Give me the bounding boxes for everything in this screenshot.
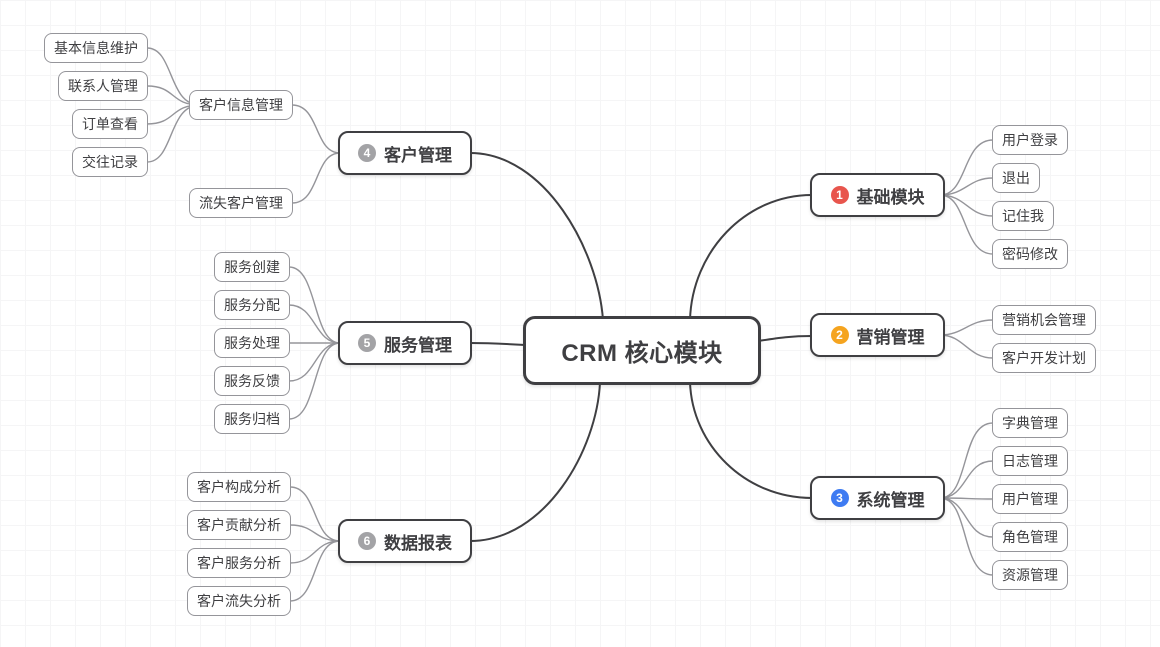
edge-root-system — [689, 381, 813, 499]
edge-marketing-dev-plan — [939, 334, 994, 359]
branch-node-customer[interactable]: 4 客户管理 — [338, 131, 472, 175]
leaf-node-service-create[interactable]: 服务创建 — [214, 252, 290, 282]
branch-label: 基础模块 — [856, 187, 925, 207]
leaf-node-lost-customer-mgmt[interactable]: 流失客户管理 — [189, 188, 293, 218]
edge-basic-logout — [939, 177, 994, 196]
leaf-node-customer-info-mgmt[interactable]: 客户信息管理 — [189, 90, 293, 120]
edge-customer-lost — [291, 152, 341, 204]
leaf-node-password-change[interactable]: 密码修改 — [992, 239, 1068, 269]
badge-number-3: 3 — [830, 489, 849, 507]
branch-node-service[interactable]: 5 服务管理 — [338, 321, 472, 365]
badge-number-6: 6 — [358, 532, 376, 550]
edge-root-customer — [469, 152, 604, 321]
leaf-node-log-mgmt[interactable]: 日志管理 — [992, 446, 1068, 476]
badge-number-5: 5 — [358, 334, 376, 352]
leaf-node-order-view[interactable]: 订单查看 — [72, 109, 148, 139]
leaf-node-composition-analysis[interactable]: 客户构成分析 — [187, 472, 291, 502]
edge-system-resource — [939, 497, 994, 576]
branch-node-report[interactable]: 6 数据报表 — [338, 519, 472, 563]
edge-basic-password-change — [939, 194, 994, 255]
edge-system-role — [939, 497, 994, 538]
edge-marketing-opportunity — [939, 319, 994, 336]
root-node-crm-core[interactable]: CRM 核心模块 — [523, 316, 761, 385]
edge-service-archive — [288, 342, 341, 420]
badge-number-4: 4 — [358, 144, 376, 162]
branch-node-marketing[interactable]: 2 营销管理 — [810, 313, 945, 357]
leaf-node-customer-dev-plan[interactable]: 客户开发计划 — [992, 343, 1096, 373]
edge-service-feedback — [288, 342, 341, 382]
leaf-node-role-mgmt[interactable]: 角色管理 — [992, 522, 1068, 552]
edge-system-dict — [939, 422, 994, 499]
root-node-label: CRM 核心模块 — [561, 340, 723, 367]
branch-label: 营销管理 — [856, 327, 925, 347]
branch-label: 客户管理 — [384, 145, 452, 165]
leaf-node-churn-analysis[interactable]: 客户流失分析 — [187, 586, 291, 616]
leaf-node-remember-me[interactable]: 记住我 — [992, 201, 1054, 231]
leaf-node-contribution-analysis[interactable]: 客户贡献分析 — [187, 510, 291, 540]
leaf-node-service-archive[interactable]: 服务归档 — [214, 404, 290, 434]
leaf-node-service-feedback[interactable]: 服务反馈 — [214, 366, 290, 396]
branch-node-basic-module[interactable]: 1 基础模块 — [810, 173, 945, 217]
leaf-node-service-process[interactable]: 服务处理 — [214, 328, 290, 358]
edge-root-marketing — [757, 335, 813, 342]
edge-report-service — [289, 540, 341, 564]
edge-service-create — [288, 266, 341, 344]
branch-label: 数据报表 — [384, 533, 452, 553]
leaf-node-user-login[interactable]: 用户登录 — [992, 125, 1068, 155]
leaf-node-resource-mgmt[interactable]: 资源管理 — [992, 560, 1068, 590]
leaf-node-interaction-record[interactable]: 交往记录 — [72, 147, 148, 177]
edge-root-report — [469, 381, 601, 542]
edge-report-churn — [289, 540, 341, 602]
badge-number-2: 2 — [830, 326, 849, 344]
edge-report-composition — [289, 486, 341, 542]
edge-root-basic — [689, 194, 813, 321]
edge-service-assign — [288, 304, 341, 344]
leaf-node-marketing-opportunity[interactable]: 营销机会管理 — [992, 305, 1096, 335]
edge-root-service — [469, 342, 526, 346]
edge-basic-remember-me — [939, 194, 994, 217]
badge-number-1: 1 — [830, 186, 849, 204]
branch-label: 系统管理 — [856, 490, 925, 510]
leaf-node-logout[interactable]: 退出 — [992, 163, 1040, 193]
edge-basic-user-login — [939, 139, 994, 196]
edge-customer-info-mgmt — [291, 104, 341, 154]
edge-report-contribution — [289, 524, 341, 542]
leaf-node-service-analysis[interactable]: 客户服务分析 — [187, 548, 291, 578]
branch-label: 服务管理 — [384, 335, 452, 355]
leaf-node-contact-mgmt[interactable]: 联系人管理 — [58, 71, 148, 101]
leaf-node-user-mgmt[interactable]: 用户管理 — [992, 484, 1068, 514]
leaf-node-service-assign[interactable]: 服务分配 — [214, 290, 290, 320]
edge-system-log — [939, 460, 994, 499]
leaf-node-dict-mgmt[interactable]: 字典管理 — [992, 408, 1068, 438]
branch-node-system[interactable]: 3 系统管理 — [810, 476, 945, 520]
leaf-node-basic-info-maintain[interactable]: 基本信息维护 — [44, 33, 148, 63]
